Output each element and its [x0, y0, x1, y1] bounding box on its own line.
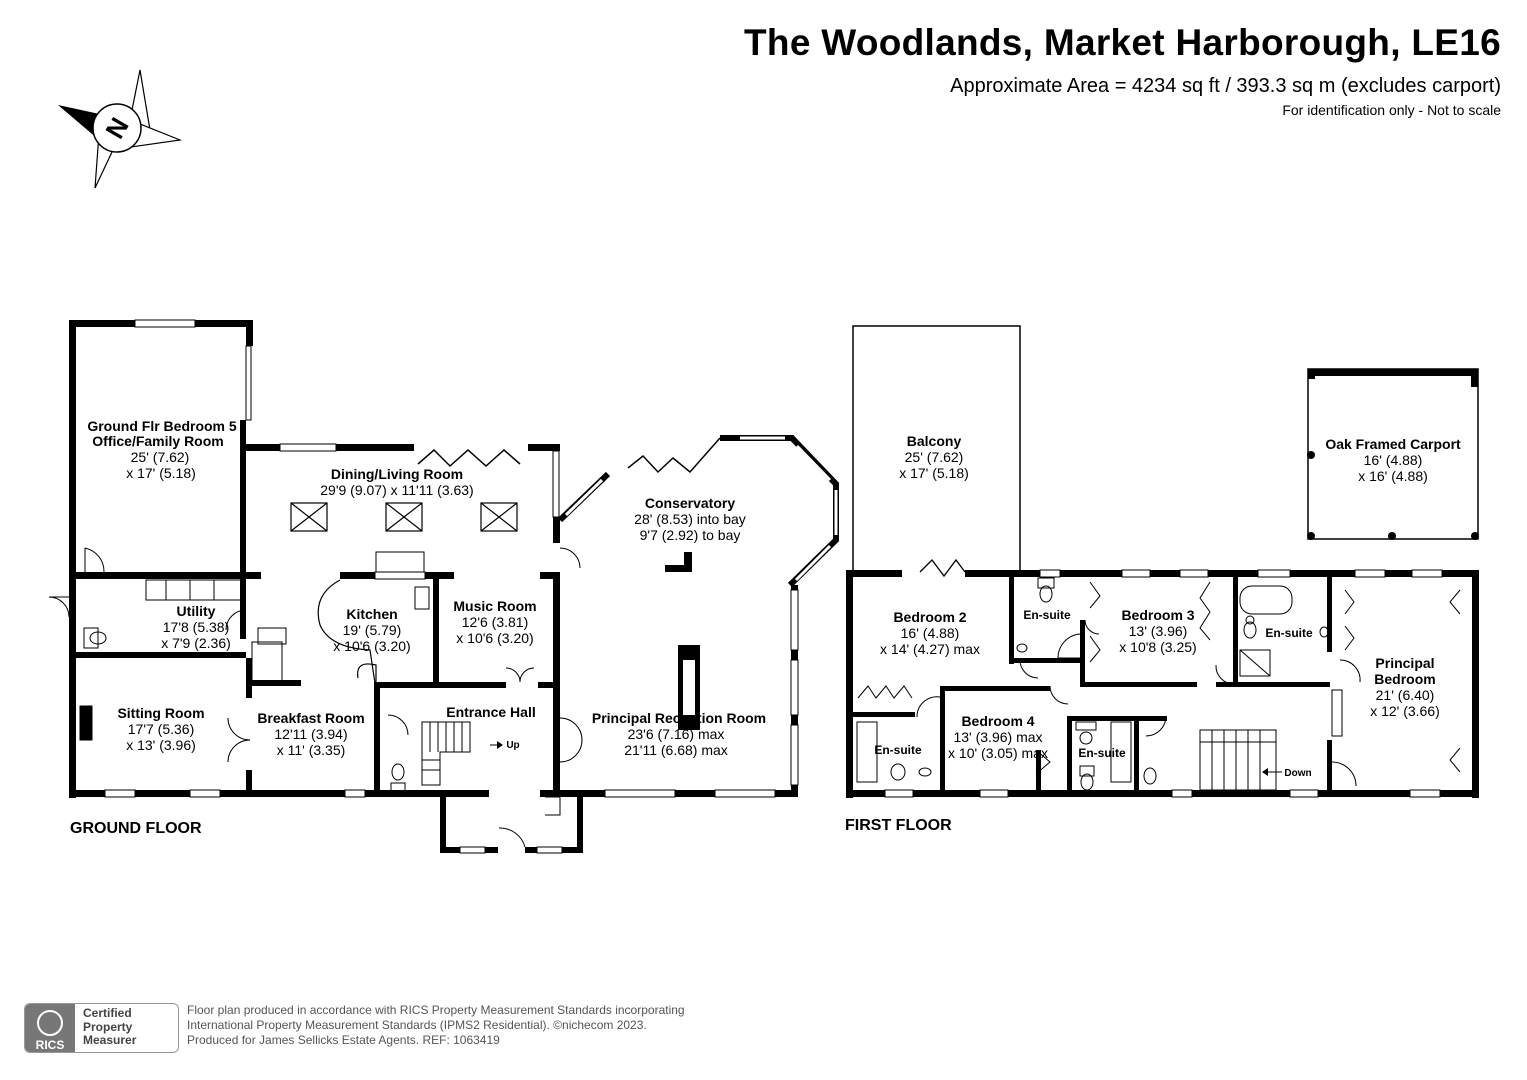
- room-dim: x 10' (3.05) max: [948, 745, 1048, 761]
- room-dim: x 14' (4.27) max: [880, 641, 980, 657]
- room-dim: x 10'8 (3.25): [1119, 639, 1196, 655]
- skylights: [290, 502, 518, 532]
- scale-note: For identification only - Not to scale: [1282, 102, 1501, 118]
- room-name: En-suite: [1023, 608, 1071, 622]
- badge-line: Measurer: [83, 1033, 137, 1047]
- room-dim: 21' (6.40): [1376, 687, 1435, 703]
- room-dim: 16' (4.88): [1364, 452, 1423, 468]
- room-name-2: Bedroom: [1374, 671, 1435, 687]
- room-name: Music Room: [453, 598, 536, 614]
- room-dim: x 17' (5.18): [899, 465, 969, 481]
- room-dim: 21'11 (6.68) max: [624, 742, 728, 758]
- room-dim: 12'6 (3.81): [462, 614, 529, 630]
- compass-icon: N: [58, 69, 183, 189]
- room-name: Breakfast Room: [257, 710, 364, 726]
- first-floor-labels: Balcony 25' (7.62) x 17' (5.18) Oak Fram…: [845, 433, 1461, 834]
- credit-line: Produced for James Sellicks Estate Agent…: [187, 1033, 500, 1047]
- approximate-area: Approximate Area = 4234 sq ft / 393.3 sq…: [950, 75, 1501, 97]
- room-name: Bedroom 3: [1121, 607, 1194, 623]
- room-name: Dining/Living Room: [331, 466, 463, 482]
- ground-floor-walls: [69, 319, 799, 854]
- balcony-outline: [852, 325, 1021, 570]
- ground-floor-label: GROUND FLOOR: [70, 820, 202, 837]
- first-floor-walls: [846, 569, 1479, 798]
- room-dim: 9'7 (2.92) to bay: [640, 527, 741, 543]
- rics-badge: RICS Certified Property Measurer: [24, 1003, 179, 1053]
- stairs-up-label: Up: [506, 740, 519, 751]
- room-name: Entrance Hall: [446, 704, 535, 720]
- room-dim: 25' (7.62): [905, 449, 964, 465]
- room-dim: 19' (5.79): [343, 622, 402, 638]
- room-name: En-suite: [1078, 746, 1126, 760]
- room-dim: x 13' (3.96): [126, 737, 196, 753]
- room-dim: x 17' (5.18): [126, 465, 196, 481]
- room-name-2: Office/Family Room: [92, 433, 223, 449]
- room-dim: 25' (7.62): [131, 449, 190, 465]
- ground-floor-labels: Ground Flr Bedroom 5 Office/Family Room …: [70, 418, 766, 837]
- badge-line: Certified: [83, 1006, 132, 1020]
- credit-line: Floor plan produced in accordance with R…: [187, 1003, 685, 1017]
- rics-logo-text: RICS: [35, 1038, 65, 1052]
- room-dim: 12'11 (3.94): [274, 726, 347, 742]
- room-dim: 23'6 (7.16) max: [628, 726, 725, 742]
- room-name: Bedroom 2: [893, 609, 966, 625]
- room-dim: 17'8 (5.38): [163, 619, 230, 635]
- credit-line: International Property Measurement Stand…: [187, 1018, 647, 1032]
- header: The Woodlands, Market Harborough, LE16 A…: [744, 22, 1501, 119]
- plan-title: The Woodlands, Market Harborough, LE16: [744, 22, 1501, 63]
- rics-logo-icon: RICS: [25, 1004, 75, 1052]
- badge-line: Property: [83, 1019, 133, 1034]
- room-dim: x 11' (3.35): [277, 742, 346, 758]
- room-name: En-suite: [1265, 626, 1313, 640]
- room-name: Principal Reception Room: [592, 710, 766, 726]
- room-name: Balcony: [907, 433, 962, 449]
- badge-text: Certified Property Measurer: [83, 1006, 137, 1048]
- room-dim: x 10'6 (3.20): [456, 630, 533, 646]
- room-dim: 17'7 (5.36): [128, 721, 195, 737]
- room-name: Conservatory: [645, 495, 735, 511]
- first-floor-label: FIRST FLOOR: [845, 817, 952, 834]
- room-name: En-suite: [874, 743, 922, 757]
- room-dim: x 12' (3.66): [1370, 703, 1440, 719]
- stairs-down-label: Down: [1284, 768, 1311, 779]
- room-name: Kitchen: [346, 606, 397, 622]
- room-name: Oak Framed Carport: [1325, 436, 1461, 452]
- room-dim: 16' (4.88): [901, 625, 960, 641]
- room-dim: 29'9 (9.07) x 11'11 (3.63): [320, 482, 473, 498]
- room-dim: 13' (3.96) max: [953, 729, 1042, 745]
- carport-outline: [1307, 368, 1479, 540]
- room-dim: x 7'9 (2.36): [161, 635, 231, 651]
- room-dim: x 10'6 (3.20): [333, 638, 410, 654]
- room-dim: 13' (3.96): [1129, 623, 1188, 639]
- room-name: Ground Flr Bedroom 5: [87, 418, 237, 434]
- room-name: Bedroom 4: [961, 713, 1034, 729]
- credits: Floor plan produced in accordance with R…: [187, 1003, 685, 1048]
- room-name: Principal: [1375, 655, 1434, 671]
- room-name: Utility: [177, 603, 216, 619]
- room-dim: 28' (8.53) into bay: [634, 511, 746, 527]
- room-dim: x 16' (4.88): [1358, 468, 1428, 484]
- room-name: Sitting Room: [117, 705, 204, 721]
